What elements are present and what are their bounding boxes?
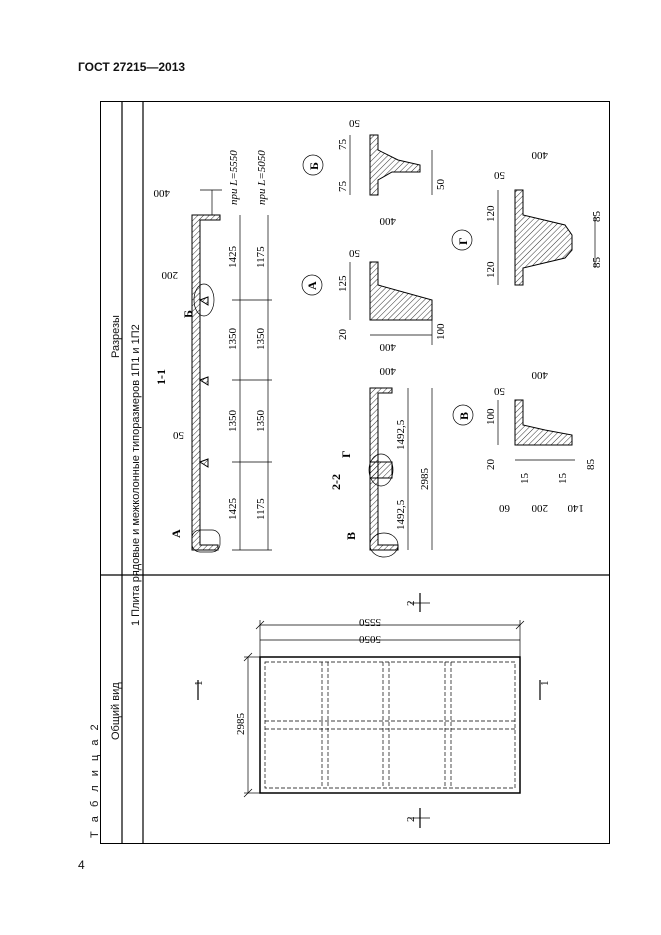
section-mark-2-top: 2 (405, 601, 417, 607)
s11-callout-b: Б (181, 310, 195, 318)
s22-dim-400: 400 (379, 365, 396, 377)
detail-a-dim-125: 125 (337, 275, 349, 292)
plan-dimensions (197, 593, 541, 828)
slab-plan (259, 656, 521, 794)
s22-dim-half-2: 1492,5 (395, 499, 407, 530)
s22-callout-g: Г (339, 450, 353, 458)
section-1-1-profile (191, 214, 221, 551)
detail-g-label: Г (456, 237, 470, 245)
detail-g-dim-400: 400 (531, 149, 548, 161)
section-mark-2-bottom: 2 (405, 817, 417, 823)
s11-dim-400: 400 (153, 187, 170, 199)
detail-b-dim-50: 50 (349, 117, 361, 129)
plan-length-inner: 5050 (359, 633, 382, 645)
detail-v-dim-60: 60 (499, 502, 511, 514)
detail-b-dim-400: 400 (379, 215, 396, 227)
detail-a-dim-100: 100 (435, 323, 447, 340)
section-2-2-label: 2-2 (329, 474, 343, 490)
s11-dim-top-3: 1350 (227, 410, 239, 433)
detail-v-dim-400: 400 (531, 369, 548, 381)
s11-dim-bot-1: 1175 (255, 246, 267, 268)
s22-dim-total: 2985 (419, 468, 431, 491)
s11-note-5550: при L=5550 (228, 150, 240, 205)
detail-b-dim-75a: 75 (337, 139, 349, 151)
detail-a-dim-50: 50 (349, 247, 361, 259)
s11-dim-bot-4: 1175 (255, 498, 267, 520)
detail-a-label: А (305, 281, 319, 290)
plan-width-dim: 2985 (235, 713, 247, 736)
detail-b (369, 134, 421, 196)
detail-v-dim-20: 20 (485, 459, 497, 471)
s11-dim-top-1: 1425 (227, 246, 239, 269)
section-2-2-dims (368, 388, 433, 558)
col-general-view: Общий вид (110, 682, 122, 740)
detail-g-dim-85b: 85 (591, 257, 603, 269)
s11-dim-bot-2: 1350 (255, 328, 267, 351)
s11-dim-bot-3: 1350 (255, 410, 267, 433)
section-mark-1-left: 1 (193, 681, 205, 687)
drawing-table (100, 101, 610, 844)
detail-v-label: В (457, 412, 471, 420)
section-1-1-dims (191, 189, 272, 553)
s11-dim-top-2: 1350 (227, 328, 239, 351)
detail-v-dim-100: 100 (485, 408, 497, 425)
row-title: 1 Плита рядовые и межколонные типоразмер… (130, 324, 142, 626)
section-mark-1-right: 1 (539, 681, 551, 687)
detail-v-dim-200: 200 (531, 502, 548, 514)
table-grid (100, 101, 610, 844)
detail-a-dims (301, 262, 433, 345)
document-header: ГОСТ 27215—2013 (78, 60, 186, 74)
s22-callout-v: В (344, 532, 358, 540)
detail-g-dim-120a: 120 (485, 205, 497, 222)
detail-v-dim-85: 85 (585, 459, 597, 471)
detail-v (514, 399, 573, 446)
detail-v-dims (452, 400, 575, 461)
s11-dim-top-4: 1425 (227, 498, 239, 521)
detail-v-dim-15b: 15 (557, 473, 569, 485)
page-number: 4 (78, 858, 85, 872)
detail-b-label: Б (307, 162, 321, 170)
detail-b-dim-75b: 75 (337, 181, 349, 193)
detail-a-dim-400: 400 (379, 341, 396, 353)
detail-a-dim-20: 20 (337, 329, 349, 341)
detail-g-dim-120b: 120 (485, 261, 497, 278)
s11-note-5050: при L=5050 (256, 150, 268, 205)
detail-v-dim-140: 140 (567, 502, 584, 514)
section-2-2-profile (369, 387, 399, 551)
detail-a (369, 261, 433, 321)
detail-g-dim-50: 50 (494, 169, 506, 181)
plan-length-outer: 5550 (359, 616, 382, 628)
detail-g (514, 189, 573, 286)
s11-dim-50: 50 (173, 429, 185, 441)
detail-b-dim-50b: 50 (435, 179, 447, 191)
col-sections: Разрезы (110, 315, 122, 358)
detail-b-dims (302, 135, 433, 195)
detail-g-dim-85a: 85 (591, 211, 603, 223)
s11-callout-a: А (169, 529, 183, 538)
detail-g-dims (451, 190, 596, 285)
s11-dim-200: 200 (161, 269, 178, 281)
section-1-1-label: 1-1 (154, 369, 168, 385)
s22-dim-half-1: 1492,5 (395, 419, 407, 450)
detail-v-dim-50: 50 (494, 385, 506, 397)
detail-v-dim-15a: 15 (519, 473, 531, 485)
